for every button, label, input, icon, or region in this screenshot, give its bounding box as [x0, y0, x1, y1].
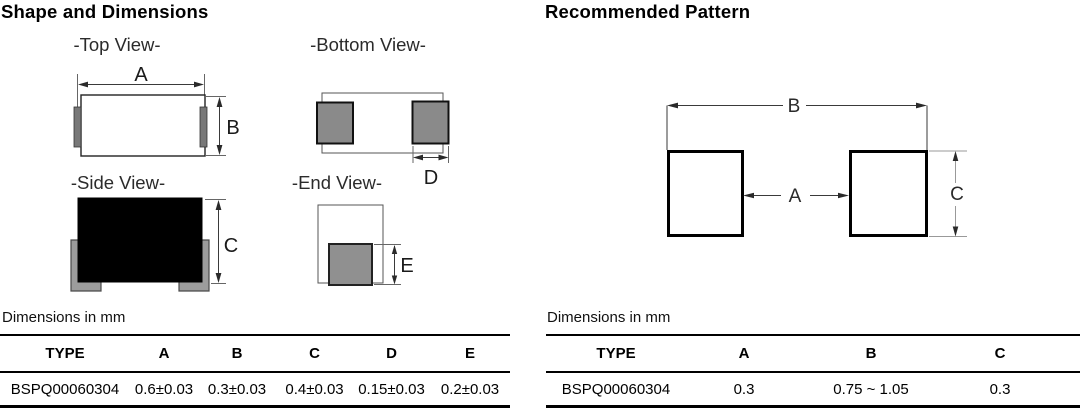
bottom-view-label: -Bottom View-: [310, 34, 426, 55]
end-view-pad: [328, 243, 373, 286]
table-cell: 0.15±0.03: [358, 380, 425, 398]
shape-dimensions-table: TYPE A B C D E BSPQ00060304 0.6±0.03 0.3…: [0, 334, 510, 408]
bottom-view-pad-right: [411, 100, 450, 145]
side-view-drawing: C: [70, 197, 238, 292]
top-view-drawing: A B: [73, 64, 240, 157]
shape-table-header-row: TYPE A B C D E: [0, 336, 510, 373]
header-cell: D: [386, 345, 397, 362]
pattern-section-title: Recommended Pattern: [545, 1, 751, 22]
pattern-dimensions-table: TYPE A B C BSPQ00060304 0.3 0.75 ~ 1.05 …: [546, 334, 1080, 408]
header-cell: TYPE: [596, 345, 636, 362]
table-cell: 0.3: [989, 380, 1011, 398]
side-view-body: [77, 197, 203, 283]
table-cell: 0.4±0.03: [285, 380, 344, 398]
dim-label-top-b: B: [226, 117, 239, 139]
table-cell-type: BSPQ00060304: [561, 380, 671, 398]
top-view-body: [80, 94, 206, 157]
dim-label-end-e: E: [400, 255, 413, 277]
shape-section-title: Shape and Dimensions: [1, 1, 209, 22]
table-cell: 0.3±0.03: [207, 380, 267, 398]
header-cell: A: [158, 345, 170, 362]
table-cell: 0.75 ~ 1.05: [833, 380, 909, 398]
table-cell: 0.3: [733, 380, 755, 398]
dim-label-pattern-b: B: [788, 96, 801, 117]
shape-table-data-row: BSPQ00060304 0.6±0.03 0.3±0.03 0.4±0.03 …: [0, 373, 510, 405]
table-cell: 0.2±0.03: [440, 380, 500, 398]
table-cell-type: BSPQ00060304: [10, 380, 120, 398]
header-cell: E: [464, 345, 475, 362]
header-cell: B: [865, 345, 877, 362]
end-view-drawing: E: [317, 204, 414, 286]
pattern-pad-left: [667, 150, 744, 237]
pattern-units-note: Dimensions in mm: [547, 309, 671, 326]
dim-label-top-a: A: [134, 64, 148, 86]
dim-label-pattern-c: C: [950, 184, 964, 205]
dim-label-side-c: C: [224, 235, 238, 257]
dim-label-pattern-a: A: [789, 186, 802, 207]
header-cell: A: [738, 345, 750, 362]
table-cell: 0.6±0.03: [134, 380, 194, 398]
dim-label-bottom-d: D: [424, 167, 438, 189]
shape-units-note: Dimensions in mm: [2, 309, 126, 326]
pattern-table-data-row: BSPQ00060304 0.3 0.75 ~ 1.05 0.3: [546, 373, 1080, 405]
top-view-cap-right: [199, 106, 208, 148]
header-cell: C: [309, 345, 320, 362]
bottom-view-pad-left: [316, 101, 354, 145]
side-view-label: -Side View-: [70, 172, 166, 193]
header-cell: B: [231, 345, 243, 362]
pattern-pad-right: [849, 150, 928, 237]
header-cell: TYPE: [45, 345, 85, 362]
bottom-view-drawing: D: [316, 92, 450, 189]
pattern-drawing: B A C: [666, 96, 967, 237]
top-view-cap-left: [73, 106, 82, 148]
header-cell: C: [994, 345, 1006, 362]
top-view-label: -Top View-: [73, 34, 161, 55]
end-view-label: -End View-: [291, 172, 383, 193]
pattern-table-header-row: TYPE A B C: [546, 336, 1080, 373]
